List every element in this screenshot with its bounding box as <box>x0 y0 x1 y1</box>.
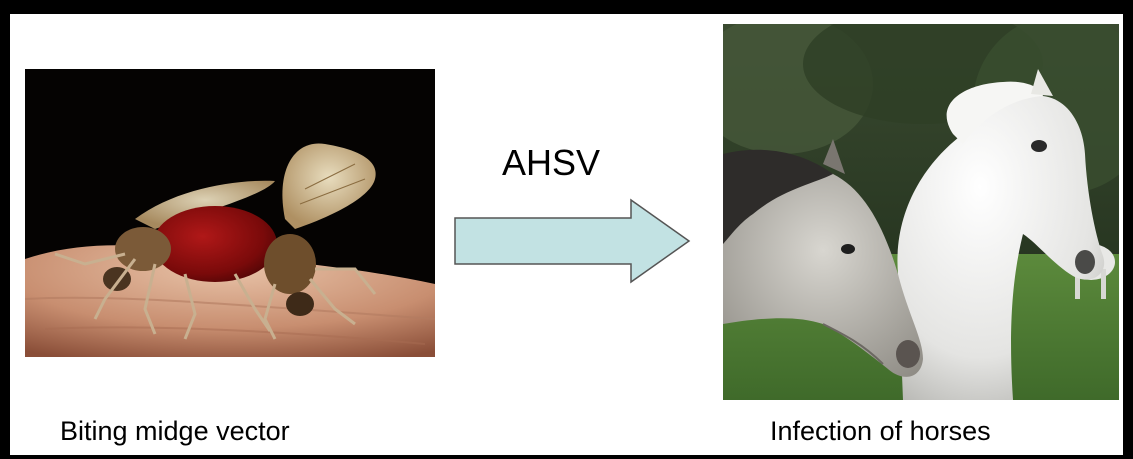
ahsv-label: AHSV <box>502 142 600 184</box>
white-horses-photo <box>723 24 1119 400</box>
biting-midge-photo <box>25 69 435 357</box>
transmission-arrow <box>453 198 693 284</box>
midge-caption: Biting midge vector <box>60 416 290 447</box>
horses-caption: Infection of horses <box>770 416 991 447</box>
